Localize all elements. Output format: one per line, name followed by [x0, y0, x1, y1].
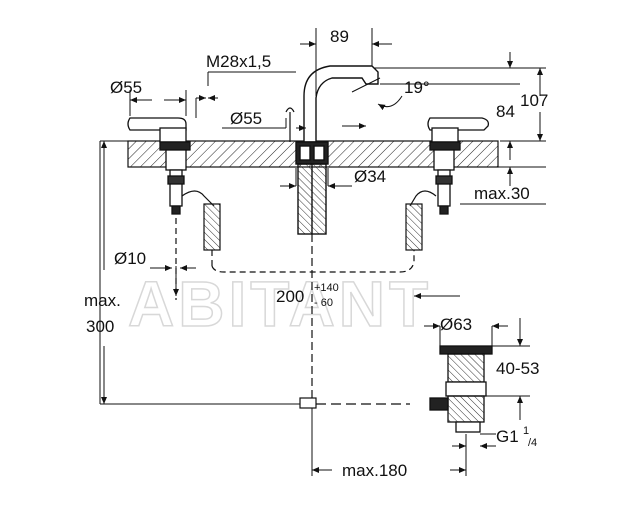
watermark: ABITANT — [128, 268, 432, 340]
label-hose-length: 200 — [276, 287, 304, 306]
label-hose-tol-plus: +140 — [314, 282, 339, 294]
label-spout-height: 84 — [496, 102, 515, 121]
dimension-lines — [99, 28, 546, 476]
label-handle-dia-center: Ø55 — [230, 109, 262, 128]
label-drain-thread-den: /4 — [528, 437, 537, 449]
label-drain-thread-num: 1 — [523, 425, 529, 437]
left-hose — [175, 190, 221, 300]
label-hose-dia: Ø10 — [114, 249, 146, 268]
label-spout-offset: 89 — [330, 27, 349, 46]
left-handle — [127, 117, 191, 215]
pop-up-rod — [285, 107, 410, 409]
label-max-left-value: 300 — [86, 317, 114, 336]
label-drain-range: 40-53 — [496, 359, 539, 378]
label-handle-dia-left: Ø55 — [110, 78, 142, 97]
drain-assembly — [429, 345, 493, 433]
label-drain-reach: max.180 — [342, 461, 407, 480]
label-max-left: max. — [84, 291, 121, 310]
label-max-thickness: max.30 — [474, 184, 530, 203]
label-spout-angle: 19° — [404, 78, 430, 97]
label-total-height: 107 — [520, 91, 548, 110]
label-hose-tol-minus: - 60 — [314, 297, 333, 309]
right-hose — [211, 190, 437, 273]
label-drain-thread: G1 — [496, 427, 519, 446]
label-thread: M28x1,5 — [206, 52, 271, 71]
label-drain-dia: Ø63 — [440, 315, 472, 334]
center-spout — [295, 65, 379, 235]
label-hole-dia: Ø34 — [354, 167, 386, 186]
right-handle — [427, 117, 490, 215]
dimension-labels: 89 M28x1,5 Ø55 19° Ø55 84 107 Ø34 max.30… — [84, 27, 548, 480]
